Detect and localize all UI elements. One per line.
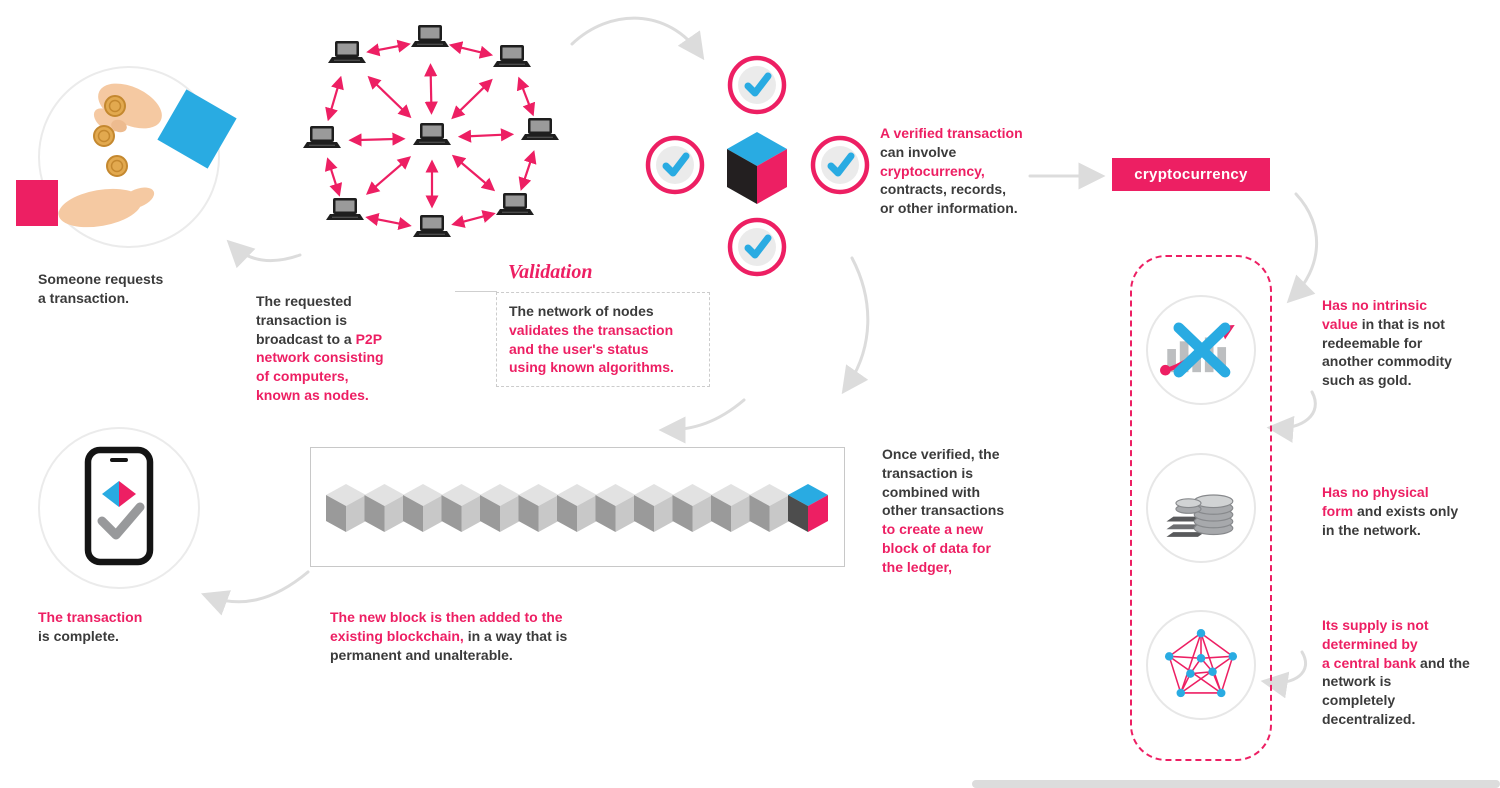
coin-stack-icon <box>1160 494 1234 539</box>
validation-box: The network of nodes validates the trans… <box>496 292 710 387</box>
blockchain-box <box>310 447 845 567</box>
validation-title: Validation <box>508 261 593 283</box>
caption-request: Someone requests a transaction. <box>38 271 164 306</box>
caption-broadcast: The requested transaction is broadcast t… <box>256 293 384 403</box>
caption-new-block: The new block is then added to the exist… <box>330 609 568 663</box>
crossed-out-chart-icon <box>1160 322 1235 378</box>
arrow-blockchain-to-phone <box>200 570 310 616</box>
cryptocurrency-dashed-box <box>1130 255 1272 761</box>
cube-chain-icon <box>326 484 828 532</box>
phone-checkmark-icon <box>84 446 154 566</box>
caption-trait-intrinsic: Has no intrinsic value in that is not re… <box>1322 297 1452 388</box>
trait-intrinsic-circle <box>1146 295 1256 405</box>
caption-verified: A verified transaction can involve crypt… <box>880 125 1023 216</box>
decentralized-network-icon <box>1164 628 1238 698</box>
caption-trait-supply: Its supply is not determined by a centra… <box>1322 617 1470 727</box>
trait-physical-circle <box>1146 453 1256 563</box>
hand-dropping-coins-icon <box>16 83 237 228</box>
caption-ledger: Once verified, the transaction is combin… <box>882 446 1005 575</box>
cube-with-checkmarks-icon <box>640 30 880 280</box>
arrow-into-trait3 <box>1260 650 1308 699</box>
p2p-laptop-network-icon <box>302 24 560 238</box>
caption-complete: The transaction is complete. <box>38 609 143 644</box>
cryptocurrency-button: cryptocurrency <box>1112 158 1270 191</box>
cropped-attribution-bar <box>972 780 1500 788</box>
caption-validation: The network of nodes validates the trans… <box>509 303 674 376</box>
arrow-button-to-box <box>1286 192 1318 304</box>
arrow-into-blockchain <box>658 398 746 444</box>
caption-trait-physical: Has no physical form and exists only in … <box>1322 484 1459 538</box>
trait-supply-circle <box>1146 610 1256 720</box>
arrow-trait1-to-trait2 <box>1266 390 1317 443</box>
validation-rule <box>455 291 497 292</box>
